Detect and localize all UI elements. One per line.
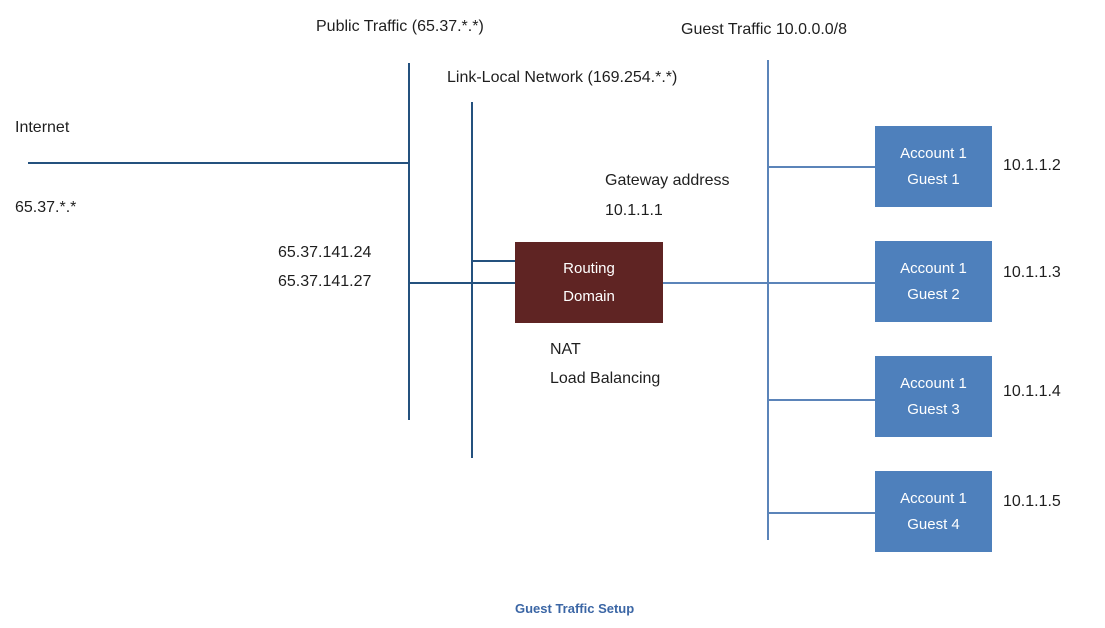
guest1-account-label: Account 1 — [900, 144, 967, 162]
link-local-label: Link-Local Network (169.254.*.*) — [447, 69, 678, 86]
link-local-bus — [471, 102, 473, 458]
nat-ip-1: 65.37.141.24 — [278, 244, 372, 261]
internet-label: Internet — [15, 119, 70, 136]
routing-domain-box: Routing Domain — [515, 242, 663, 323]
routing-domain-line1: Routing — [563, 259, 615, 277]
nat-ip-list: 65.37.141.24 65.37.141.27 — [278, 238, 371, 296]
guest2-guest-label: Guest 2 — [907, 285, 960, 303]
linklocal-to-routing-connector — [472, 260, 516, 262]
bus-to-guest1-connector — [768, 166, 876, 168]
guest4-ip-label: 10.1.1.5 — [1003, 493, 1061, 510]
internet-line — [28, 162, 409, 164]
nat-ip-2: 65.37.141.27 — [278, 273, 372, 290]
service-nat: NAT — [550, 341, 581, 358]
guest1-ip-label: 10.1.1.2 — [1003, 157, 1061, 174]
bus-to-guest3-connector — [768, 399, 876, 401]
routing-services-label: NAT Load Balancing — [550, 335, 660, 393]
guest3-account-label: Account 1 — [900, 374, 967, 392]
guest4-account-label: Account 1 — [900, 489, 967, 507]
public-traffic-bus — [408, 63, 410, 420]
guest4-guest-label: Guest 4 — [907, 515, 960, 533]
diagram-caption: Guest Traffic Setup — [515, 601, 635, 616]
guest2-ip-label: 10.1.1.3 — [1003, 264, 1061, 281]
guest3-guest-label: Guest 3 — [907, 400, 960, 418]
guest2-box: Account 1 Guest 2 — [875, 241, 992, 322]
gateway-address-line1: Gateway address — [605, 172, 730, 189]
internet-ip-label: 65.37.*.* — [15, 199, 77, 216]
guest-traffic-label: Guest Traffic 10.0.0.0/8 — [681, 21, 848, 38]
guest3-box: Account 1 Guest 3 — [875, 356, 992, 437]
bus-to-guest4-connector — [768, 512, 876, 514]
public-to-routing-connector — [409, 282, 516, 284]
gateway-address-line2: 10.1.1.1 — [605, 202, 663, 219]
guest-traffic-bus — [767, 60, 769, 540]
service-load-balancing: Load Balancing — [550, 370, 661, 387]
gateway-address-label: Gateway address 10.1.1.1 — [605, 166, 730, 226]
public-traffic-label: Public Traffic (65.37.*.*) — [316, 18, 484, 35]
guest2-account-label: Account 1 — [900, 259, 967, 277]
routing-domain-line2: Domain — [563, 287, 615, 305]
routing-to-guest2-connector — [662, 282, 877, 284]
guest4-box: Account 1 Guest 4 — [875, 471, 992, 552]
guest3-ip-label: 10.1.1.4 — [1003, 383, 1061, 400]
guest1-guest-label: Guest 1 — [907, 170, 960, 188]
guest1-box: Account 1 Guest 1 — [875, 126, 992, 207]
